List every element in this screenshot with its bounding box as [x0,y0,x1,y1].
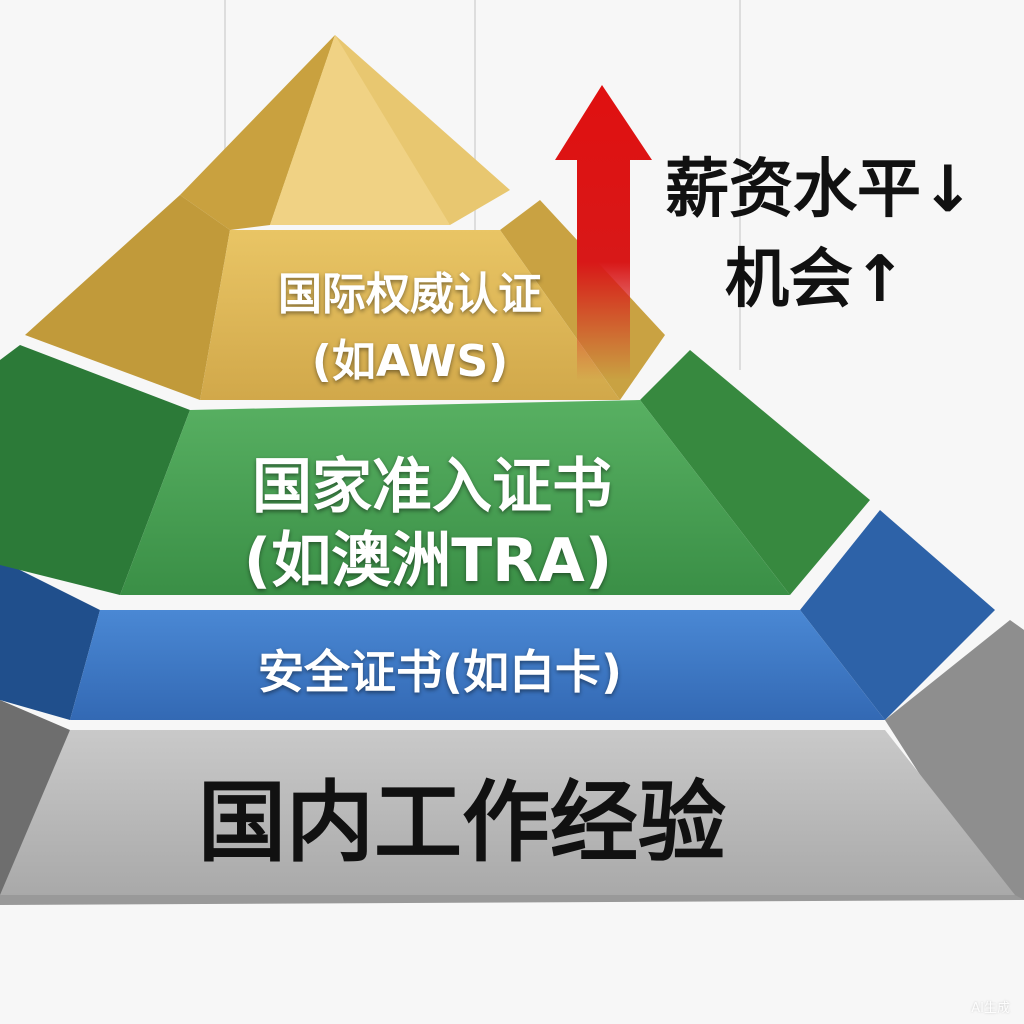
tier-safety [0,510,995,720]
annotation-salary: 薪资水平↓ [665,153,975,227]
tier-safety-label: 安全证书(如白卡) [257,645,623,699]
tier-top-label-line1: 国际权威认证 [278,269,542,320]
red-up-arrow [555,85,652,380]
watermark: AI生成 [971,1001,1010,1016]
tier-national [0,345,870,595]
tier-national-label-line2: (如澳洲TRA) [243,526,613,596]
annotation-opportunity: 机会↑ [725,243,907,317]
tier-top-label-line2: (如AWS) [311,336,509,387]
tier-base-label: 国内工作经验 [197,771,727,874]
tier-base [0,620,1024,905]
tier-top [25,35,665,400]
tier-national-label-line1: 国家准入证书 [252,452,612,522]
